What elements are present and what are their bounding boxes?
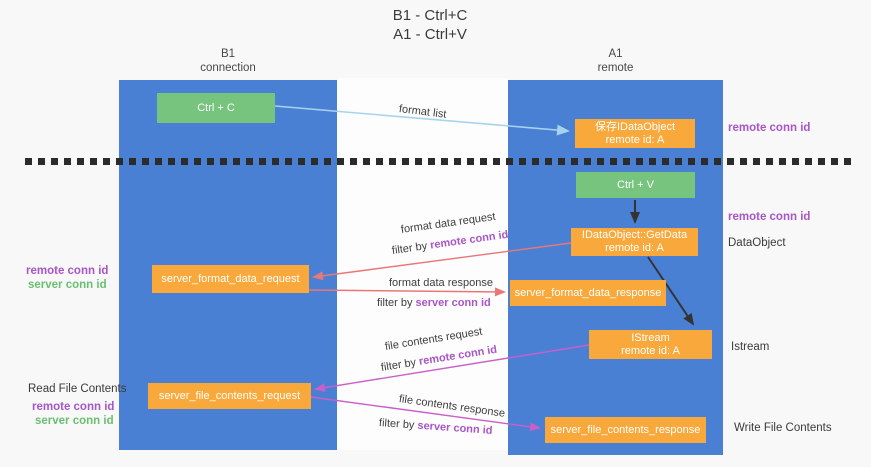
server-file-contents-response-label: server_file_contents_response [550,423,701,436]
left-remote-conn-id-label-2: remote conn id [32,401,115,413]
ctrl-c-label: Ctrl + C [197,101,235,114]
server-conn-id-highlight: server conn id [415,297,491,309]
server-file-contents-request-label: server_file_contents_request [158,389,301,402]
right-remote-conn-id-label-mid: remote conn id [728,211,811,223]
server-format-data-request-label: server_format_data_request [161,272,300,285]
left-remote-conn-id-label-1: remote conn id [26,265,109,277]
idataobject-getdata-line2: remote id: A [605,242,664,254]
server-format-data-request-node: server_format_data_request [152,265,309,293]
server-file-contents-request-node: server_file_contents_request [148,383,311,409]
lane-a1-name: A1 [608,48,623,60]
title-line-2: A1 - Ctrl+V [393,26,467,43]
filter-by-text: filter by [377,297,413,309]
save-idataobject-line2: remote id: A [605,133,665,146]
left-server-conn-id-label-1: server conn id [28,279,107,291]
title-line-1: B1 - Ctrl+C [392,7,468,24]
istream-line1: IStream [631,331,670,344]
ctrl-v-label: Ctrl + V [617,178,654,191]
ctrl-v-node: Ctrl + V [576,172,695,198]
server-file-contents-response-node: server_file_contents_response [545,417,706,443]
lane-a1-role: remote [597,62,634,74]
server-format-data-response-label: server_format_data_response [514,286,662,299]
ctrl-c-node: Ctrl + C [157,93,275,123]
idataobject-getdata-node: IDataObject::GetData remote id: A [571,228,698,256]
server-format-data-response-node: server_format_data_response [510,280,666,306]
dataobject-label: DataObject [728,237,786,249]
istream-line2: remote id: A [621,344,680,357]
between-lanes-background [337,78,508,450]
filter-by-text: filter by [378,417,415,432]
istream-node: IStream remote id: A [589,330,712,359]
right-remote-conn-id-label-top: remote conn id [728,122,811,134]
lane-b1-name: B1 [220,48,236,60]
section-divider-dashed-line [25,158,851,165]
diagram-title: B1 - Ctrl+C A1 - Ctrl+V [280,6,580,44]
format-data-response-label: format data response [389,277,493,289]
lane-b1-role: connection [200,62,256,74]
idataobject-getdata-line1: IDataObject::GetData [581,229,688,241]
read-file-contents-label: Read File Contents [28,383,127,395]
write-file-contents-label: Write File Contents [734,422,832,434]
save-idataobject-node: 保存IDataObject remote id: A [575,119,695,148]
save-idataobject-line1: 保存IDataObject [594,120,676,133]
filter-by-server-conn-id-label-1: filter by server conn id [377,297,491,309]
left-server-conn-id-label-2: server conn id [35,415,114,427]
lane-header-b1: B1 connection [119,47,337,75]
istream-side-label: Istream [731,341,770,353]
lane-header-a1: A1 remote [508,47,723,75]
